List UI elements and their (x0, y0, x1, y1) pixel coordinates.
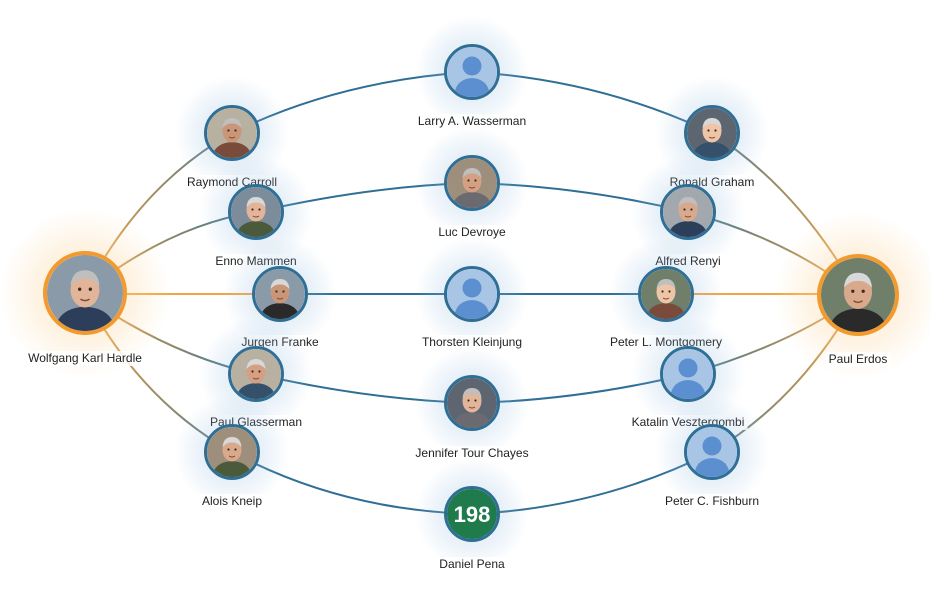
node-label: Luc Devroye (435, 225, 509, 240)
svg-text:198: 198 (454, 502, 491, 527)
photo-portrait-icon[interactable] (228, 346, 284, 402)
photo-portrait-icon[interactable] (204, 424, 260, 480)
node-label: Enno Mammen (212, 254, 300, 269)
photo-portrait-icon[interactable] (444, 375, 500, 431)
node-label: Paul Erdos (825, 352, 891, 367)
node-label: Alfred Renyi (652, 254, 724, 269)
user-silhouette-icon[interactable] (444, 266, 500, 322)
edge-devroye-renyi (471, 182, 689, 213)
photo-portrait-icon[interactable] (660, 184, 716, 240)
node-label: Wolfgang Karl Hardle (25, 351, 145, 366)
user-silhouette-icon[interactable] (684, 424, 740, 480)
number-badge-icon[interactable]: 198 (444, 486, 500, 542)
photo-portrait-icon[interactable] (444, 155, 500, 211)
photo-portrait-icon[interactable] (684, 105, 740, 161)
photo-portrait-icon[interactable] (228, 184, 284, 240)
photo-portrait-icon[interactable] (638, 266, 694, 322)
edge-chayes-vesztergombi (471, 373, 689, 404)
node-label: Alois Kneip (198, 494, 266, 509)
photo-portrait-icon[interactable] (204, 105, 260, 161)
edge-wasserman-graham (471, 71, 713, 134)
node-label: Thorsten Kleinjung (418, 335, 526, 350)
edge-glasserman-chayes (255, 373, 473, 404)
edge-mammen-devroye (255, 182, 473, 213)
photo-portrait-icon[interactable] (252, 266, 308, 322)
edge-pena-fishburn (471, 451, 713, 515)
user-silhouette-icon[interactable] (660, 346, 716, 402)
photo-portrait-icon[interactable] (43, 251, 127, 335)
user-silhouette-icon[interactable] (444, 44, 500, 100)
node-label: Jennifer Tour Chayes (412, 446, 532, 461)
node-label: Daniel Pena (436, 557, 508, 572)
photo-portrait-icon[interactable] (817, 254, 899, 336)
edge-carroll-wasserman (231, 71, 473, 134)
node-label: Larry A. Wasserman (414, 114, 530, 129)
edge-kneip-pena (231, 451, 473, 515)
node-label: Peter C. Fishburn (661, 494, 763, 509)
node-label: Peter L. Montgomery (606, 335, 726, 350)
